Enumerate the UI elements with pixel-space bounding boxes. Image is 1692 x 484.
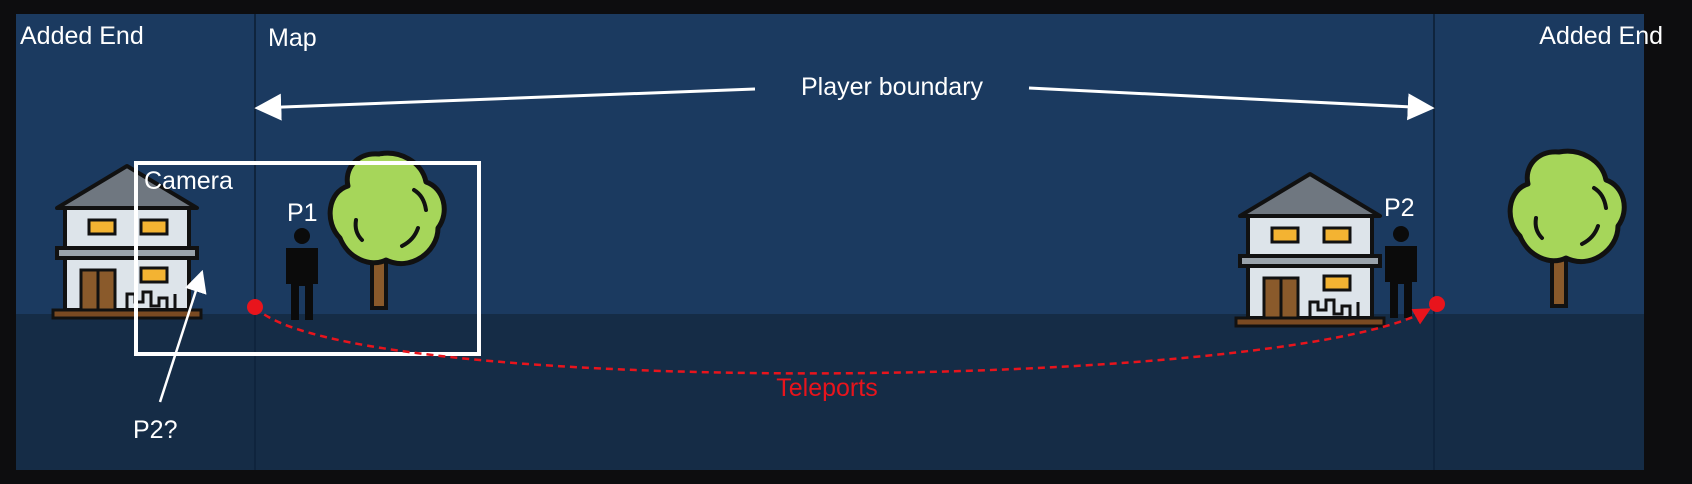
p2-label: P2 [1384, 194, 1415, 222]
teleport-path [254, 306, 1432, 375]
boundary-arrow-left [254, 87, 756, 121]
added-end-right-label: Added End [1539, 22, 1663, 50]
teleports-label: Teleports [776, 374, 877, 402]
ground-area [16, 314, 1644, 470]
camera-label: Camera [144, 167, 233, 195]
p2-question-arrow [158, 269, 207, 403]
camera-frame [134, 161, 481, 356]
added-end-left-label: Added End [20, 22, 144, 50]
teleport-start-point [247, 299, 263, 315]
teleport-end-point [1429, 296, 1445, 312]
boundary-arrow-right [1028, 86, 1435, 121]
player-boundary-label: Player boundary [801, 73, 984, 101]
p2-question-label: P2? [133, 416, 177, 444]
p1-label: P1 [287, 199, 318, 227]
map-label: Map [268, 24, 317, 52]
